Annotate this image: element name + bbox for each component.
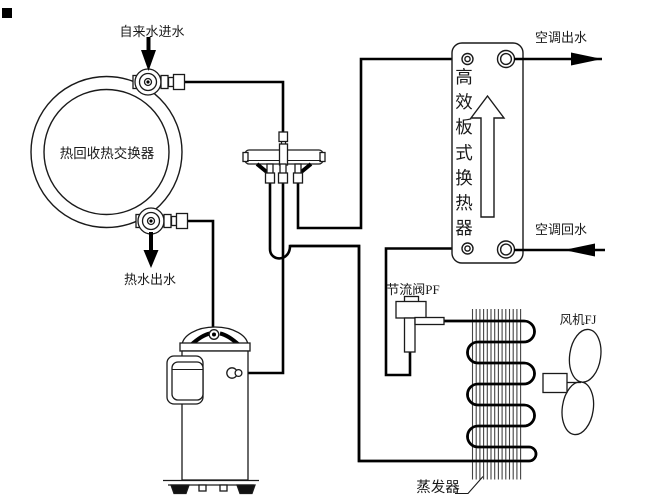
fan xyxy=(542,328,602,436)
label-plate-heat-exchanger: 高效板式换热器 xyxy=(455,67,473,239)
label-tap-water-in: 自来水进水 xyxy=(119,24,185,39)
label-heat-recovery-exchanger: 热回收热交换器 xyxy=(59,146,155,161)
label-hot-water-out: 热水出水 xyxy=(123,272,176,287)
fan-blades xyxy=(561,328,602,436)
ac-out-arrow xyxy=(514,52,602,66)
evaporator-coil xyxy=(290,244,538,463)
tap-water-arrow xyxy=(141,37,156,71)
pipe-valve-to-plate xyxy=(296,57,458,230)
pipe-coil-to-compressor xyxy=(187,219,215,334)
label-ac-water-return: 空调回水 xyxy=(534,222,587,237)
label-fan: 风机FJ xyxy=(559,313,597,327)
heat-recovery-coil xyxy=(30,75,183,229)
corner-mark xyxy=(2,8,12,18)
label-throttle-valve: 节流阀PF xyxy=(386,282,440,297)
compressor-base xyxy=(163,479,259,495)
hot-water-arrow xyxy=(143,232,159,268)
fan-motor xyxy=(542,372,568,394)
evaporator-fins xyxy=(471,309,522,480)
coil-bottom-fitting xyxy=(135,207,189,235)
compressor xyxy=(163,326,259,495)
pipe-coil-to-valve xyxy=(184,80,285,133)
label-evaporator: 蒸发器 xyxy=(416,480,460,496)
ac-return-arrow xyxy=(514,243,605,257)
pipe-plate-to-expansion-valve xyxy=(384,247,461,377)
coil-top-fitting xyxy=(132,68,186,96)
plate-heat-exchanger xyxy=(451,42,524,264)
pipe-valve-to-suction xyxy=(242,183,285,375)
label-ac-water-out: 空调出水 xyxy=(534,30,587,45)
four-way-valve xyxy=(242,131,326,184)
flow-direction-arrow xyxy=(469,94,506,218)
compressor-terminal-box xyxy=(166,355,204,405)
expansion-valve xyxy=(395,295,445,353)
evaporator-leader-line xyxy=(455,476,484,495)
